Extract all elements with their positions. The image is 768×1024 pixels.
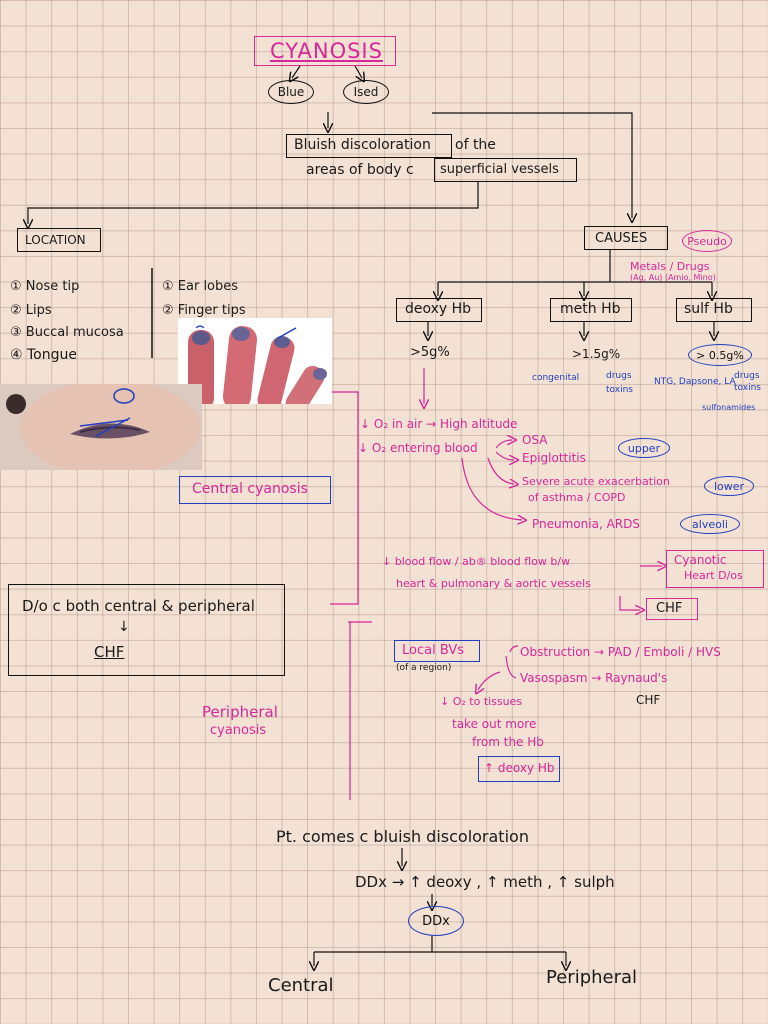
vasospasm: Vasospasm → Raynaud's: [520, 671, 668, 685]
asthma-line2: of asthma / COPD: [528, 491, 626, 504]
central-cyanosis-label: Central cyanosis: [192, 481, 308, 497]
definition-part4: superficial vessels: [440, 162, 559, 177]
blood-flow-line2: heart & pulmonary & aortic vessels: [396, 577, 591, 590]
take-out-more: take out more: [452, 717, 537, 731]
blue-node: Blue: [268, 80, 314, 104]
pseudo-node: Pseudo: [682, 230, 732, 252]
sulf-drugs: drugs: [734, 371, 760, 381]
meth-threshold: >1.5g%: [572, 347, 621, 361]
definition-part2: of the: [455, 137, 496, 153]
deoxy-hb-box: [396, 298, 482, 322]
epiglottitis: Epiglottitis: [522, 451, 586, 465]
pseudo-note: Metals / Drugs: [630, 260, 710, 273]
deoxy-hb-label: deoxy Hb: [405, 301, 472, 317]
o2-in-air: ↓ O₂ in air → High altitude: [360, 417, 518, 431]
sulf-toxins: toxins: [734, 383, 761, 393]
sulf-hb-box: [676, 298, 752, 322]
definition-box-1: [286, 134, 452, 158]
cyanotic-line2: Heart D/os: [684, 569, 743, 582]
sulf-sulfonamides: sulfonamides: [702, 403, 756, 412]
meth-drugs: drugs: [606, 371, 632, 381]
osa: OSA: [522, 433, 548, 447]
meth-hb-box: [550, 298, 632, 322]
meth-toxins: toxins: [606, 385, 633, 395]
o2-to-tissues: ↓ O₂ to tissues: [440, 695, 523, 708]
ddx-node-text: DDx: [422, 913, 450, 929]
sulf-threshold: > 0.5g%: [688, 344, 752, 366]
fingers-illustration: [188, 325, 327, 404]
definition-part3: areas of body c: [306, 162, 414, 178]
both-line1: D/o c both central & peripheral: [22, 597, 255, 615]
definition-part1: Bluish discoloration: [294, 137, 431, 153]
local-bvs-sub: (of a region): [396, 663, 452, 673]
pseudo-sub: (Ag, Au) (Amio, Mino): [630, 273, 716, 282]
peripheral-deoxy: ↑ deoxy Hb: [484, 761, 555, 775]
central-chf-box: [646, 598, 698, 620]
title: CYANOSIS: [270, 39, 383, 63]
meth-hb-label: meth Hb: [560, 301, 621, 317]
definition-box-2: [434, 158, 577, 182]
from-the-hb: from the Hb: [472, 735, 544, 749]
ised-node: Ised: [343, 80, 389, 104]
meth-congenital: congenital: [532, 373, 580, 383]
central-chf: CHF: [656, 601, 683, 616]
location-col1-item: ② Lips: [10, 303, 52, 318]
asthma-line1: Severe acute exacerbation: [522, 475, 670, 488]
obstruction: Obstruction → PAD / Emboli / HVS: [520, 645, 721, 659]
fingers-photo: [178, 318, 332, 404]
ddx-node: DDx: [408, 906, 464, 936]
location-col1-item: ④ Tongue: [10, 347, 77, 363]
cyanotic-box: [666, 550, 764, 588]
location-box: [17, 228, 101, 252]
peripheral-label-1: Peripheral: [202, 703, 278, 721]
both-arrow: ↓: [118, 619, 130, 635]
bottom-central: Central: [268, 975, 334, 996]
local-bvs: Local BVs: [402, 643, 465, 658]
deoxy-threshold: >5g%: [410, 345, 450, 360]
both-chf: CHF: [94, 643, 125, 661]
local-bvs-box: [394, 640, 480, 662]
location-heading: LOCATION: [25, 233, 86, 247]
child-face-photo: [0, 384, 202, 470]
causes-box: [584, 226, 668, 250]
bottom-peripheral: Peripheral: [546, 967, 638, 988]
peripheral-chf: CHF: [636, 693, 661, 707]
title-box: [254, 36, 396, 66]
o2-entering-blood: ↓ O₂ entering blood: [358, 441, 478, 455]
blood-flow-line1: ↓ blood flow / ab® blood flow b/w: [382, 555, 571, 568]
face-illustration: [0, 384, 202, 470]
location-col2-item: ① Ear lobes: [162, 279, 239, 294]
location-col2-item: ② Finger tips: [162, 303, 246, 318]
cyanotic-line1: Cyanotic: [674, 553, 727, 567]
lower-airway: lower: [704, 476, 754, 496]
sulf-threshold-text: > 0.5g%: [696, 348, 744, 362]
central-cyanosis-box: [179, 476, 331, 504]
peripheral-label-2: cyanosis: [210, 723, 267, 738]
causes-heading: CAUSES: [595, 231, 648, 246]
upper-airway: upper: [618, 438, 670, 458]
location-col1-item: ③ Buccal mucosa: [10, 325, 124, 340]
peripheral-deoxy-box: [478, 756, 560, 782]
sulf-hb-label: sulf Hb: [684, 301, 733, 317]
pneumonia-ards: Pneumonia, ARDS: [532, 517, 640, 531]
meth-drug-list: NTG, Dapsone, LA: [654, 377, 736, 387]
both-box: [8, 584, 285, 676]
ddx-line: DDx → ↑ deoxy , ↑ meth , ↑ sulph: [355, 873, 615, 891]
bottom-line1: Pt. comes c bluish discoloration: [276, 827, 529, 846]
alveoli: alveoli: [680, 514, 740, 534]
location-col1-item: ① Nose tip: [10, 279, 80, 294]
